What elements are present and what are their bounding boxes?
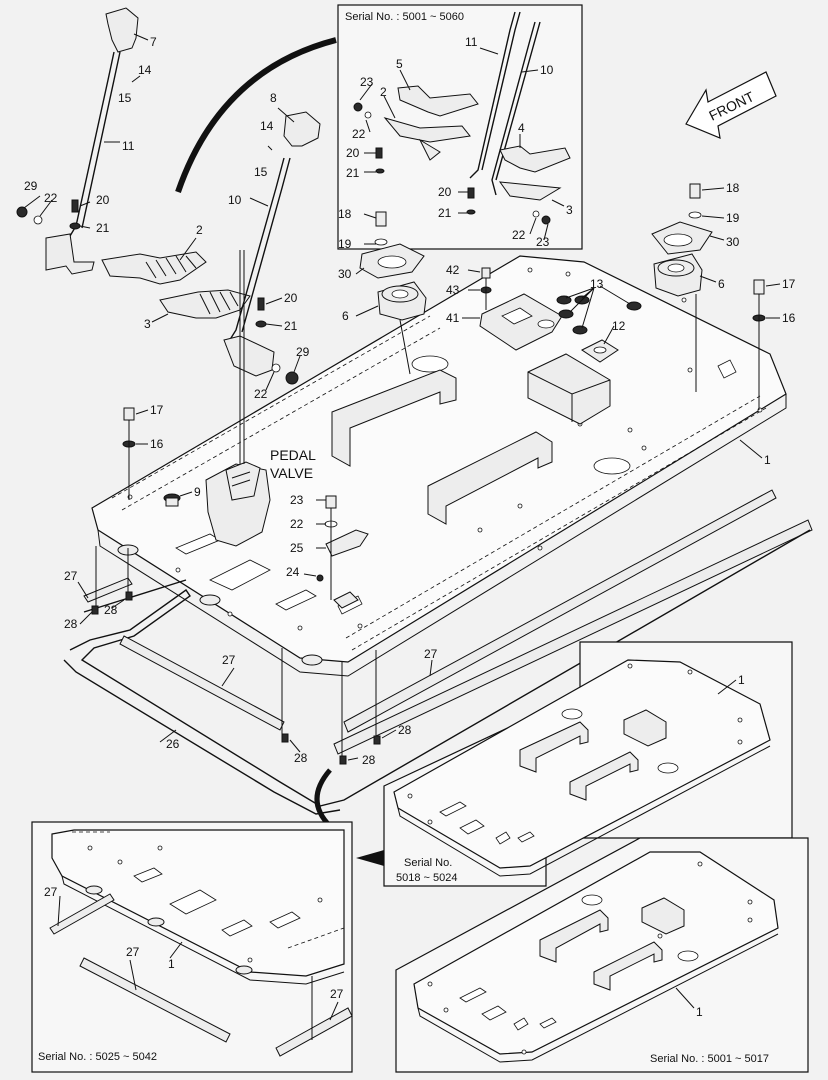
callout-14-left: 14	[138, 63, 152, 77]
main-brackets	[331, 369, 553, 525]
callout-7: 7	[150, 35, 157, 49]
callout-24: 24	[286, 565, 300, 579]
callout-17-right: 17	[782, 277, 796, 291]
callout-28-mid-c: 28	[362, 753, 376, 767]
callout-12: 12	[612, 319, 626, 333]
callout-26: 26	[166, 737, 180, 751]
callout-27-inset-bl-c: 27	[330, 987, 344, 1001]
callout-23-inset-bottom: 23	[536, 235, 550, 249]
inset-bottom-left: 27 27 27 1 Serial No. : 5025 ~ 5042	[31, 821, 353, 1073]
inset-connector-arc	[175, 37, 337, 193]
left-pedal-assembly: 7 14 15 11 8 14 15 10 2 3 29 22 20 21 20…	[16, 7, 321, 401]
callout-28-left-b: 28	[104, 603, 118, 617]
callout-23-inset-top: 23	[360, 75, 374, 89]
callout-43: 43	[446, 283, 460, 297]
callout-27-long-rail: 27	[424, 647, 438, 661]
callout-21-mid: 21	[284, 319, 298, 333]
callout-21-inset-right: 21	[438, 206, 452, 220]
callout-27-left: 27	[64, 569, 78, 583]
callout-18-right: 18	[726, 181, 740, 195]
callout-20-left: 20	[96, 193, 110, 207]
inset-serial-5025-5042: Serial No. : 5025 ~ 5042	[38, 1051, 157, 1063]
callout-27-inset-bl-b: 27	[126, 945, 140, 959]
inset-serial-5018-label: Serial No.	[404, 857, 452, 869]
connector-arrowhead	[356, 850, 384, 866]
callout-21-left: 21	[96, 221, 110, 235]
callout-27-inset-bl-a: 27	[44, 885, 58, 899]
inset-serial-5001-5017: Serial No. : 5001 ~ 5017	[650, 1053, 769, 1065]
callout-6-center: 6	[342, 309, 349, 323]
callout-10-inset: 10	[540, 63, 554, 77]
callout-16-left: 16	[150, 437, 164, 451]
callout-6-right: 6	[718, 277, 725, 291]
callout-22-lower: 22	[290, 517, 304, 531]
inset-bottom-right: 1 Serial No. : 5001 ~ 5017	[395, 837, 809, 1073]
callout-42: 42	[446, 263, 460, 277]
callout-2-inset: 2	[380, 85, 387, 99]
callout-5-inset: 5	[396, 57, 403, 71]
callout-19-center: 19	[338, 237, 352, 251]
inset-serial-5018-5024: 5018 ~ 5024	[396, 872, 457, 884]
callout-22-inset-bottom: 22	[512, 228, 526, 242]
callout-4-inset: 4	[518, 121, 525, 135]
callout-30-right: 30	[726, 235, 740, 249]
callout-29-left: 29	[24, 179, 38, 193]
callout-29-mid: 29	[296, 345, 310, 359]
callout-20-mid: 20	[284, 291, 298, 305]
callout-9: 9	[194, 485, 201, 499]
callout-28-left-a: 28	[64, 617, 78, 631]
right-plate-parts: 18 19 30 6 42 43 41 13 12	[338, 181, 796, 467]
callout-10: 10	[228, 193, 242, 207]
callout-1-inset-br: 1	[696, 1005, 703, 1019]
rails-and-frame: 27 28 28 27 27 26 28 28 28	[63, 489, 813, 815]
pedal-valve-label-line2: VALVE	[270, 465, 313, 481]
callout-1-main: 1	[764, 453, 771, 467]
main-floor-plate	[91, 255, 787, 677]
callout-20-inset-left: 20	[346, 146, 360, 160]
callout-17-left: 17	[150, 403, 164, 417]
callout-15-mid: 15	[254, 165, 268, 179]
callout-1-inset-bl: 1	[168, 957, 175, 971]
callout-1-inset-mid: 1	[738, 673, 745, 687]
callout-15-left: 15	[118, 91, 132, 105]
callout-22-mid: 22	[254, 387, 268, 401]
connector-arc-left	[314, 768, 332, 828]
callout-28-mid-a: 28	[294, 751, 308, 765]
callout-18-center: 18	[338, 207, 352, 221]
front-direction-arrow: FRONT	[685, 71, 777, 139]
inset-serial-5001-5060: Serial No. : 5001 ~ 5060	[345, 11, 464, 23]
callout-14-mid: 14	[260, 119, 274, 133]
inset-mid-right: 1 Serial No. 5018 ~ 5024	[383, 641, 793, 887]
callout-11-inset: 11	[465, 35, 478, 49]
callout-16-right: 16	[782, 311, 796, 325]
callout-25: 25	[290, 541, 304, 555]
pedal-valve-label-line1: PEDAL	[270, 447, 316, 463]
callout-30-center: 30	[338, 267, 352, 281]
callout-8: 8	[270, 91, 277, 105]
callout-3-inset: 3	[566, 203, 573, 217]
callout-2: 2	[196, 223, 203, 237]
callout-3: 3	[144, 317, 151, 331]
callout-21-inset-left: 21	[346, 166, 360, 180]
pedal-valve-assembly: PEDAL VALVE 9 17 16 23 22 25 24	[122, 250, 369, 609]
callout-20-inset-right: 20	[438, 185, 452, 199]
callout-13: 13	[590, 277, 604, 291]
callout-41: 41	[446, 311, 460, 325]
callout-27-short-rail: 27	[222, 653, 236, 667]
callout-22-left: 22	[44, 191, 58, 205]
callout-19-right: 19	[726, 211, 740, 225]
callout-22-inset-top: 22	[352, 127, 366, 141]
callout-28-mid-b: 28	[398, 723, 412, 737]
callout-23-mid: 23	[290, 493, 304, 507]
callout-11: 11	[122, 139, 135, 153]
inset-top-right: Serial No. : 5001 ~ 5060	[337, 4, 583, 250]
